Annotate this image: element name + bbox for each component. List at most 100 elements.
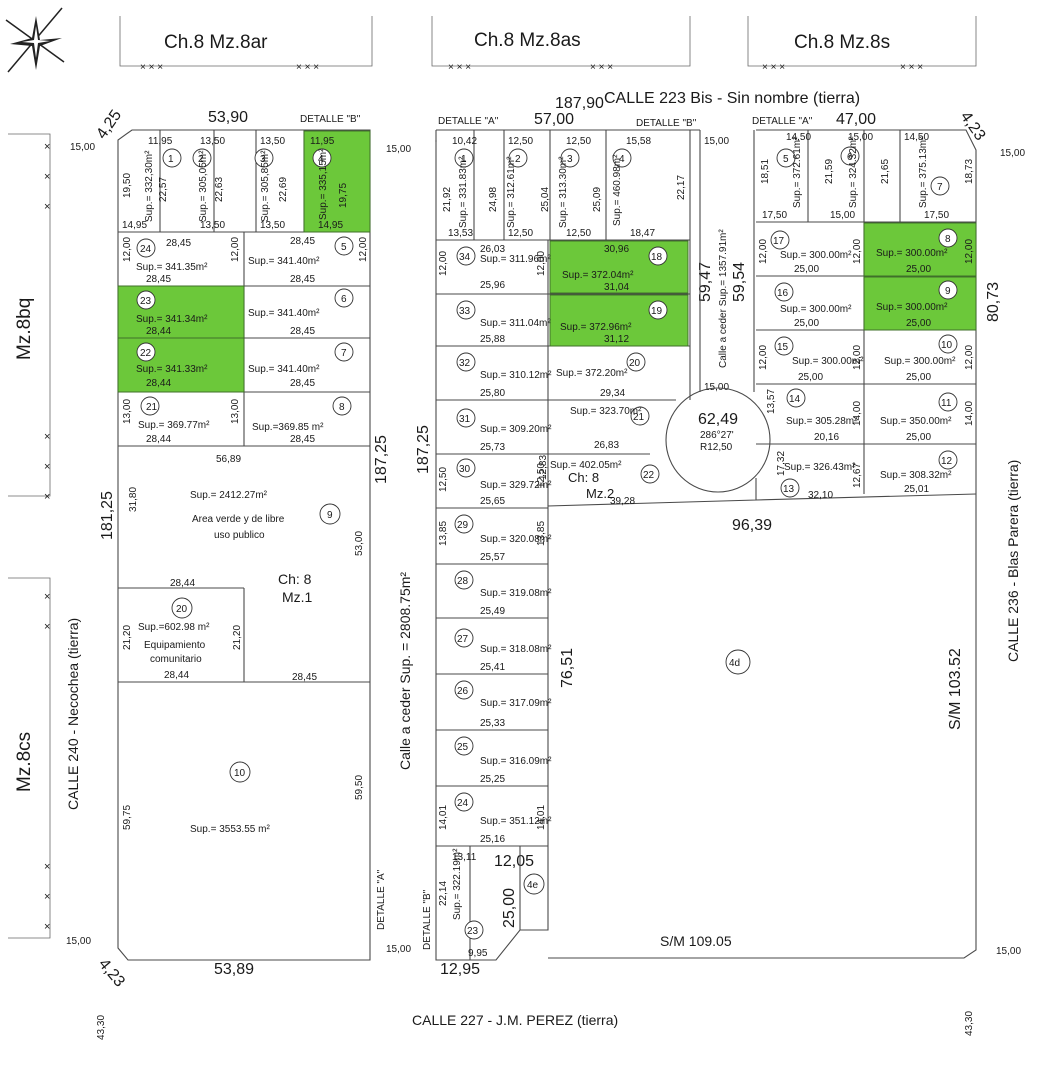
dim-96-39: 96,39	[732, 517, 772, 534]
dim-sm-103: S/M 103.52	[947, 648, 964, 730]
dim-top-mid: 57,00	[534, 111, 574, 128]
svg-text:20,16: 20,16	[814, 432, 839, 443]
svg-text:17,50: 17,50	[762, 210, 787, 221]
svg-text:12: 12	[941, 456, 953, 467]
svg-text:Sup.= 300.00m²: Sup.= 300.00m²	[780, 250, 852, 261]
dim-road-15-a: 15,00	[70, 142, 95, 153]
dim-25-00: 25,00	[501, 888, 518, 928]
block2-right-lots: 30,96 18 Sup.= 372.04m² 31,04 19 Sup.= 3…	[538, 244, 668, 507]
svg-text:×: ×	[44, 921, 50, 933]
block2-outline	[435, 129, 757, 961]
dim-road-15-h: 15,00	[704, 136, 729, 147]
svg-text:24,98: 24,98	[488, 187, 499, 212]
svg-text:25,73: 25,73	[480, 442, 505, 453]
svg-text:25,80: 25,80	[480, 388, 505, 399]
block2-sub: Mz.2	[586, 486, 614, 501]
svg-text:17: 17	[773, 236, 785, 247]
svg-text:2: 2	[515, 154, 521, 165]
svg-text:9,95: 9,95	[468, 948, 488, 959]
svg-text:12,00: 12,00	[358, 237, 369, 262]
svg-text:Sup.= 312.61m²: Sup.= 312.61m²	[506, 156, 517, 228]
svg-text:Sup.= 341.40m²: Sup.= 341.40m²	[248, 308, 320, 319]
svg-text:28,44: 28,44	[146, 434, 171, 445]
svg-text:6: 6	[341, 294, 347, 305]
dim-sm-109: S/M 109.05	[660, 933, 732, 949]
dim-cul-59-54: 59,54	[731, 262, 748, 302]
svg-text:Sup.= 322.19m²: Sup.= 322.19m²	[452, 848, 463, 920]
svg-text:31,80: 31,80	[128, 487, 139, 512]
svg-text:×: ×	[44, 171, 50, 183]
svg-text:31,04: 31,04	[604, 282, 629, 293]
svg-text:31,12: 31,12	[604, 334, 629, 345]
dim-top-right: 47,00	[836, 111, 876, 128]
svg-text:12,50: 12,50	[508, 136, 533, 147]
block-mz1-outline	[117, 129, 371, 961]
svg-text:26,83: 26,83	[594, 440, 619, 451]
svg-text:23: 23	[140, 296, 152, 307]
svg-text:17,50: 17,50	[924, 210, 949, 221]
svg-text:Sup.= 305,85m²: Sup.= 305,85m²	[260, 150, 271, 222]
svg-text:Equipamiento: Equipamiento	[144, 640, 206, 651]
svg-text:12,00: 12,00	[964, 345, 975, 370]
svg-text:30: 30	[459, 464, 471, 475]
svg-text:27: 27	[457, 634, 469, 645]
svg-text:Sup.= 341.34m²: Sup.= 341.34m²	[136, 314, 208, 325]
radius-r12-50: R12,50	[700, 442, 733, 453]
svg-text:24: 24	[140, 244, 152, 255]
svg-text:Sup.= 332,30m²: Sup.= 332,30m²	[144, 150, 155, 222]
svg-text:Sup.= 335,15m²: Sup.= 335,15m²	[318, 148, 329, 220]
svg-text:× × ×: × × ×	[448, 62, 471, 73]
svg-text:Sup.=369.85 m²: Sup.=369.85 m²	[252, 422, 324, 433]
svg-text:28,45: 28,45	[290, 434, 315, 445]
svg-text:× × ×: × × ×	[762, 62, 785, 73]
svg-text:11,95: 11,95	[310, 136, 335, 147]
svg-text:19: 19	[651, 306, 663, 317]
svg-text:11: 11	[941, 398, 952, 409]
svg-text:7: 7	[341, 348, 347, 359]
svg-text:23: 23	[467, 926, 479, 937]
svg-text:21,20: 21,20	[122, 625, 133, 650]
svg-text:18: 18	[651, 252, 663, 263]
svg-text:9: 9	[945, 286, 951, 297]
svg-text:21,20: 21,20	[232, 625, 243, 650]
svg-text:25,00: 25,00	[794, 318, 819, 329]
neighbor-block-top	[119, 16, 977, 67]
svg-text:25,01: 25,01	[904, 484, 929, 495]
dim-mid-right: 187,25	[415, 425, 432, 474]
svg-text:× × ×: × × ×	[140, 62, 163, 73]
svg-text:14,00: 14,00	[964, 401, 975, 426]
neighbor-label-8bq: Mz.8bq	[14, 298, 35, 360]
svg-text:21,59: 21,59	[824, 159, 835, 184]
svg-text:2: 2	[198, 154, 204, 165]
svg-text:28: 28	[457, 576, 469, 587]
dim-corner-sw: 4,23	[95, 956, 128, 991]
svg-text:13,85: 13,85	[438, 521, 449, 546]
svg-text:12,50: 12,50	[566, 136, 591, 147]
compass-icon	[5, 7, 65, 73]
svg-text:Sup.= 341.35m²: Sup.= 341.35m²	[136, 262, 208, 273]
dim-road-15-f: 15,00	[996, 946, 1021, 957]
svg-text:Sup.= 310.12m²: Sup.= 310.12m²	[480, 370, 552, 381]
svg-text:12,00: 12,00	[758, 239, 769, 264]
dim-43-30-b: 43,30	[964, 1011, 975, 1036]
neighbor-label-8cs: Mz.8cs	[14, 732, 35, 792]
svg-text:31: 31	[459, 414, 471, 425]
svg-text:Sup.= 402.05m²: Sup.= 402.05m²	[550, 460, 622, 471]
svg-text:22,69: 22,69	[278, 177, 289, 202]
svg-text:25,16: 25,16	[480, 834, 505, 845]
svg-text:6: 6	[847, 152, 853, 163]
svg-text:28,44: 28,44	[164, 670, 189, 681]
svg-text:4: 4	[318, 154, 324, 165]
svg-text:13,50: 13,50	[260, 220, 285, 231]
svg-text:17,32: 17,32	[776, 451, 787, 476]
svg-text:25,00: 25,00	[906, 372, 931, 383]
svg-text:5: 5	[783, 154, 789, 165]
svg-text:10: 10	[234, 768, 246, 779]
svg-text:28,45: 28,45	[146, 274, 171, 285]
svg-text:8: 8	[339, 402, 345, 413]
block1-large-lots: 56,89 31,80 53,00 Sup.= 2412.27m² Area v…	[122, 454, 365, 835]
svg-text:9: 9	[327, 510, 333, 521]
svg-text:59,50: 59,50	[354, 775, 365, 800]
svg-text:Sup.= 372.61m²: Sup.= 372.61m²	[792, 136, 803, 208]
svg-text:25,00: 25,00	[798, 372, 823, 383]
